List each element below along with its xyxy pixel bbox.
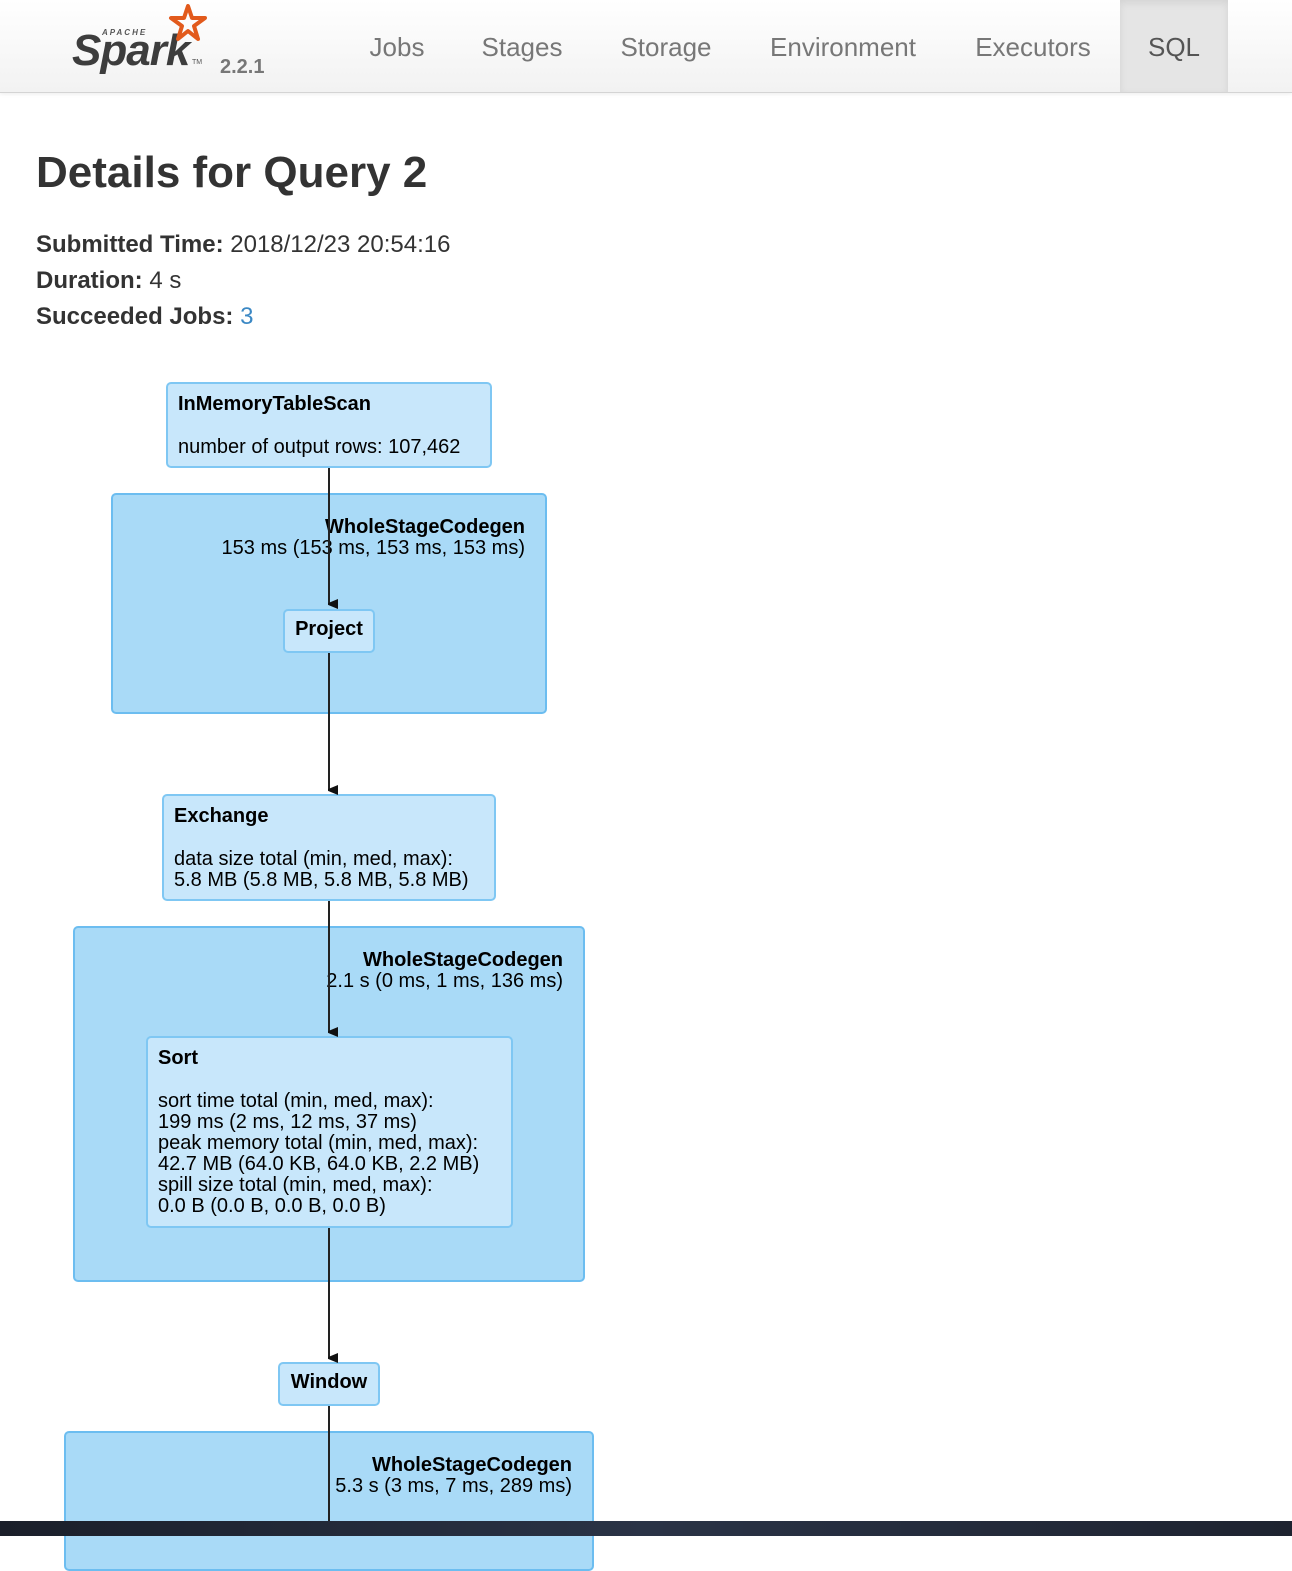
node-sort[interactable]: Sort sort time total (min, med, max): 19… xyxy=(146,1036,513,1228)
node-project[interactable]: Project xyxy=(283,609,375,653)
brand-name: Spark xyxy=(72,26,190,75)
top-navbar: APACHE Spark TM 2.2.1 Jobs Stages Storag… xyxy=(0,0,1292,93)
cluster-3-label: WholeStageCodegen 5.3 s (3 ms, 7 ms, 289… xyxy=(335,1455,572,1497)
cluster-1-label: WholeStageCodegen 153 ms (153 ms, 153 ms… xyxy=(222,517,525,559)
nav-tab-environment[interactable]: Environment xyxy=(770,32,916,62)
node-sort-metric-2-value: 42.7 MB (64.0 KB, 64.0 KB, 2.2 MB) xyxy=(158,1153,480,1175)
node-exchange-metric-value: 5.8 MB (5.8 MB, 5.8 MB, 5.8 MB) xyxy=(174,869,469,891)
succeeded-jobs-row: Succeeded Jobs: 3 xyxy=(36,303,253,331)
submitted-time-value: 2018/12/23 20:54:16 xyxy=(230,231,451,258)
node-scan-title: InMemoryTableScan xyxy=(178,393,372,415)
spark-version: 2.2.1 xyxy=(220,56,265,78)
node-exchange-metric-label: data size total (min, med, max): xyxy=(174,848,453,870)
cluster-1-name: WholeStageCodegen xyxy=(324,516,525,538)
node-project-title: Project xyxy=(295,618,363,640)
duration-label: Duration: xyxy=(36,267,143,294)
node-sort-metric-1-label: sort time total (min, med, max): xyxy=(158,1090,434,1112)
duration-value: 4 s xyxy=(149,267,182,294)
page-title: Details for Query 2 xyxy=(36,148,428,197)
submitted-time-row: Submitted Time: 2018/12/23 20:54:16 xyxy=(36,231,450,259)
node-sort-metric-3-value: 0.0 B (0.0 B, 0.0 B, 0.0 B) xyxy=(158,1195,386,1217)
node-exchange-title: Exchange xyxy=(174,805,269,827)
node-exchange[interactable]: Exchange data size total (min, med, max)… xyxy=(162,794,496,901)
desktop-background-strip xyxy=(0,1521,1292,1536)
nav-tab-stages[interactable]: Stages xyxy=(481,32,563,62)
succeeded-jobs-label: Succeeded Jobs: xyxy=(36,303,234,330)
node-sort-metric-1-value: 199 ms (2 ms, 12 ms, 37 ms) xyxy=(158,1111,417,1133)
node-sort-metric-3-label: spill size total (min, med, max): xyxy=(158,1174,433,1196)
cluster-2-label: WholeStageCodegen 2.1 s (0 ms, 1 ms, 136… xyxy=(326,950,563,992)
wholestagecodegen-cluster-3[interactable]: WholeStageCodegen 5.3 s (3 ms, 7 ms, 289… xyxy=(64,1431,594,1571)
brand-trademark: TM xyxy=(192,59,203,66)
node-scan-metric: number of output rows: 107,462 xyxy=(178,436,461,458)
spark-logo[interactable]: APACHE Spark TM 2.2.1 xyxy=(70,4,280,88)
node-sort-metric-2-label: peak memory total (min, med, max): xyxy=(158,1132,479,1154)
brand-apache-text: APACHE xyxy=(102,28,148,37)
node-window[interactable]: Window xyxy=(278,1362,380,1406)
nav-tab-storage[interactable]: Storage xyxy=(620,32,712,62)
node-inmemorytablescan[interactable]: InMemoryTableScan number of output rows:… xyxy=(166,382,492,468)
cluster-2-name: WholeStageCodegen xyxy=(362,949,563,971)
wholestagecodegen-cluster-1[interactable]: WholeStageCodegen 153 ms (153 ms, 153 ms… xyxy=(111,493,547,714)
spark-star-icon xyxy=(169,4,207,41)
nav-tab-jobs[interactable]: Jobs xyxy=(369,32,425,62)
duration-row: Duration: 4 s xyxy=(36,267,181,295)
cluster-3-name: WholeStageCodegen xyxy=(371,1454,572,1476)
node-window-title: Window xyxy=(290,1371,368,1393)
cluster-3-time: 5.3 s (3 ms, 7 ms, 289 ms) xyxy=(335,1475,572,1497)
nav-tab-executors[interactable]: Executors xyxy=(975,32,1091,62)
succeeded-job-link[interactable]: 3 xyxy=(240,303,254,330)
submitted-time-label: Submitted Time: xyxy=(36,231,224,258)
node-sort-title: Sort xyxy=(158,1047,198,1069)
nav-tab-sql[interactable]: SQL xyxy=(1120,0,1228,92)
cluster-1-time: 153 ms (153 ms, 153 ms, 153 ms) xyxy=(221,537,525,559)
cluster-2-time: 2.1 s (0 ms, 1 ms, 136 ms) xyxy=(326,970,563,992)
